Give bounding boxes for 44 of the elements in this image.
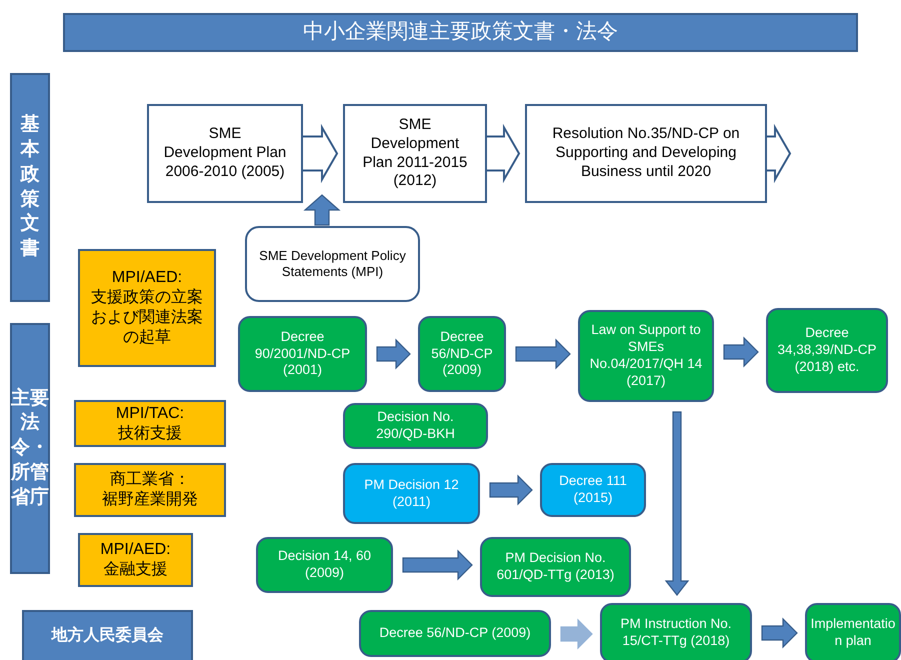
document-box: PM Instruction No. 15/CT-TTg (2018) <box>600 603 752 660</box>
agency-role: 支援政策の立案および関連法案の起草 <box>90 288 204 348</box>
block-arrow <box>761 618 798 648</box>
plan-box: SME Development Plan 2011-2015 (2012) <box>343 104 487 203</box>
agency-name: MPI/AED: <box>112 268 182 288</box>
plan-box: Resolution No.35/ND-CP on Supporting and Developing Business until 2020 <box>525 104 767 203</box>
document-box: PM Decision No. 601/QD-TTg (2013) <box>480 537 631 597</box>
block-arrow <box>303 194 341 226</box>
document-box: Decree 56/ND-CP (2009) <box>418 316 506 392</box>
agency-role: 裾野産業開発 <box>102 490 198 510</box>
document-box: Decree 90/2001/ND-CP (2001) <box>238 316 367 392</box>
document-box: Decree 56/ND-CP (2009) <box>359 610 551 657</box>
chevron-arrow <box>486 124 520 184</box>
agency-name: MPI/AED: <box>100 540 171 560</box>
document-box: Decision 14, 60 (2009) <box>256 537 393 593</box>
document-box: Implementation plan <box>805 603 901 660</box>
document-box: PM Decision 12 (2011) <box>343 463 480 524</box>
block-arrow <box>723 336 759 368</box>
block-arrow <box>664 411 690 596</box>
block-arrow <box>402 550 473 580</box>
document-box: Decree 111 (2015) <box>540 463 646 517</box>
category-bar: 基本政策文書 <box>10 73 50 302</box>
document-box: Decision No. 290/QD-BKH <box>343 403 488 449</box>
block-arrow <box>489 474 533 506</box>
agency-box <box>78 249 216 367</box>
agency-name: 商工業省： <box>110 470 190 490</box>
agency-box <box>74 463 226 517</box>
block-arrow <box>515 338 571 370</box>
chevron-arrow <box>766 124 792 184</box>
agency-name: MPI/TAC: <box>116 404 184 424</box>
agency-box <box>78 533 193 587</box>
statement-box: SME Development Policy Statements (MPI) <box>245 226 420 302</box>
agency-box <box>74 400 226 447</box>
chevron-arrow <box>302 124 338 184</box>
title-banner: 中小企業関連主要政策文書・法令 <box>63 13 858 52</box>
document-box: Law on Support to SMEs No.04/2017/QH 14 (2017) <box>578 310 714 402</box>
block-arrow <box>560 618 593 650</box>
agency-role: 金融支援 <box>104 560 168 580</box>
category-bar: 主要法令・所管省庁 <box>10 323 50 574</box>
plan-box: SME Development Plan 2006-2010 (2005) <box>147 104 303 203</box>
agency-role: 技術支援 <box>118 424 182 444</box>
category-bar: 地方人民委員会 <box>22 610 193 660</box>
document-box: Decree 34,38,39/ND-CP (2018) etc. <box>766 308 888 393</box>
block-arrow <box>376 338 411 370</box>
